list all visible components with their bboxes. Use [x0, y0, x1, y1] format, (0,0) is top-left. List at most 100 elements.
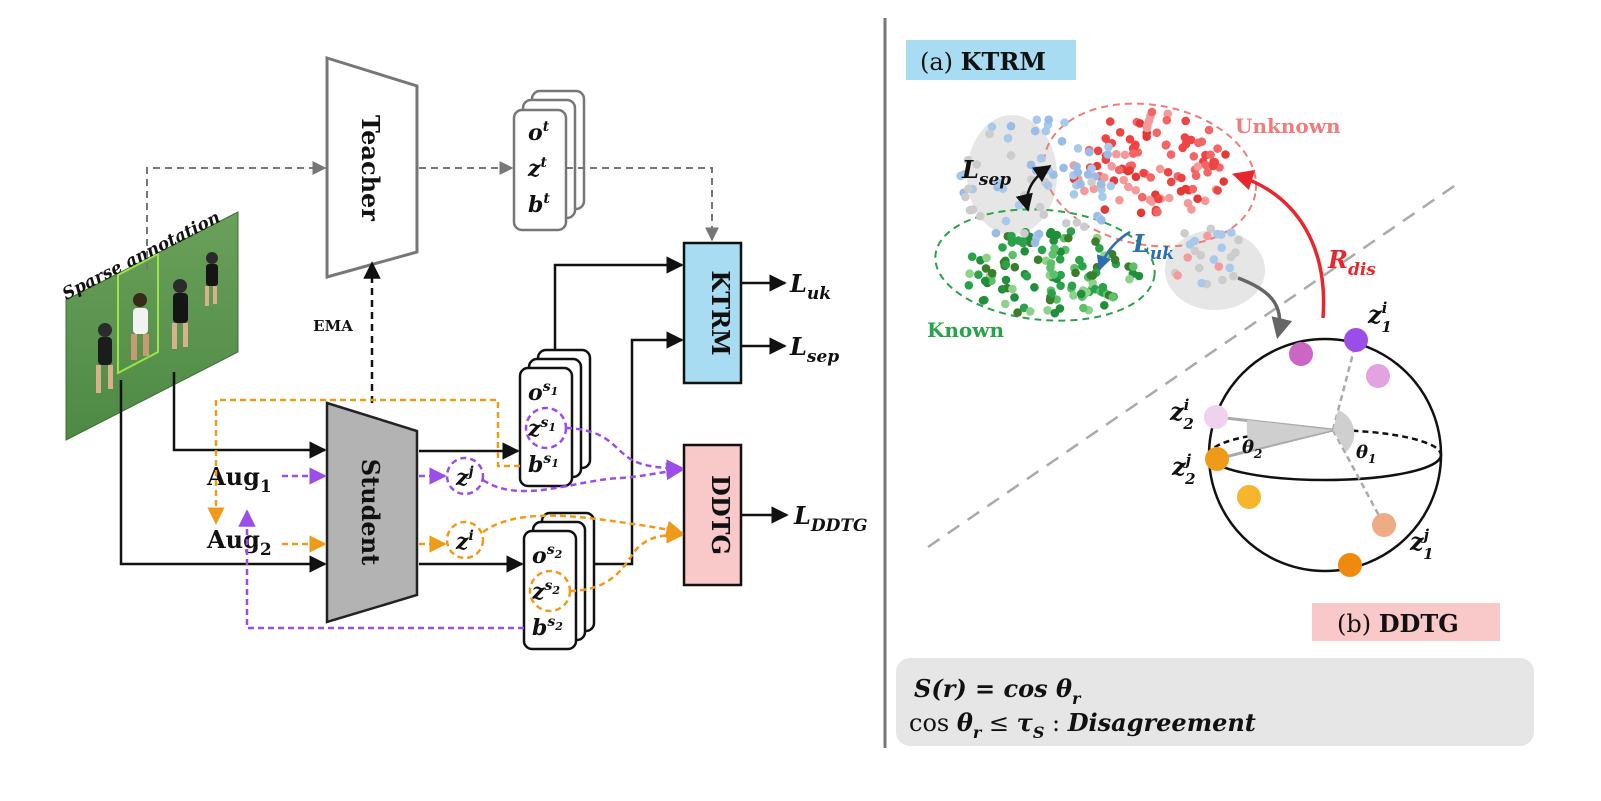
known-point: [982, 253, 991, 263]
neutral-point: [987, 122, 997, 132]
panel-separator-line: [927, 180, 1461, 549]
sphere-point-yellow: [1237, 485, 1261, 509]
s1-b-to-aug2-arrow: [207, 398, 520, 525]
embedding-scatter: [956, 107, 1243, 318]
unknown-point: [1206, 150, 1215, 160]
neutral-point: [1059, 163, 1068, 173]
unknown-point: [1166, 150, 1176, 159]
rdis-arrow: [1231, 170, 1326, 319]
neutral-point: [1217, 230, 1226, 239]
known-point: [997, 285, 1007, 294]
zj-label: zj: [455, 464, 474, 491]
lsep-arrow: [1015, 164, 1052, 212]
known-point: [1050, 244, 1059, 253]
unknown-point: [1208, 161, 1218, 171]
s2-z-to-ddtg-arrow: [569, 526, 684, 593]
aug1-label: Aug1: [206, 462, 272, 497]
s1-b-label: bs1: [528, 451, 559, 478]
known-point: [1078, 261, 1087, 271]
neutral-point: [1087, 177, 1096, 187]
players-illustration: [96, 252, 218, 393]
unknown-point: [1197, 137, 1207, 146]
unknown-point: [1155, 164, 1165, 174]
panel-b-title: (b) DDTG: [1337, 609, 1459, 638]
neutral-point: [1229, 271, 1238, 281]
z1j-point: [1338, 553, 1362, 577]
image-to-student-arrow-2: [119, 380, 327, 573]
neutral-point: [1006, 151, 1016, 160]
cluster-to-sphere-arrow: [1237, 276, 1293, 340]
neutral-point: [1001, 216, 1011, 226]
unknown-point: [1162, 140, 1171, 149]
teacher-label: Teacher: [356, 115, 385, 221]
ktrm-block: [682, 241, 743, 385]
unknown-point: [1129, 149, 1138, 158]
unknown-point: [1165, 193, 1174, 203]
unknown-point: [1146, 173, 1155, 182]
known-point: [1047, 289, 1056, 298]
known-point: [1008, 284, 1017, 294]
known-point: [1001, 260, 1011, 270]
neutral-point: [1217, 243, 1226, 252]
loss-uk-label: Luk: [789, 269, 831, 304]
known-point: [1010, 293, 1019, 302]
neutral-point: [1084, 147, 1094, 157]
known-point: [1064, 233, 1073, 243]
z1i-point: [1344, 328, 1368, 352]
neutral-point: [1039, 210, 1049, 219]
known-point: [981, 264, 991, 273]
neutral-point: [1214, 262, 1224, 271]
neutral-point: [1030, 238, 1040, 248]
known-point: [1100, 301, 1109, 310]
s2-b-label: bs2: [532, 614, 563, 641]
known-point: [1030, 283, 1039, 292]
known-point: [1037, 245, 1047, 255]
known-point: [1001, 299, 1010, 309]
neutral-point: [1234, 235, 1243, 245]
unknown-point: [1139, 168, 1148, 178]
unknown-point: [1187, 205, 1196, 214]
known-point: [1033, 255, 1043, 264]
neutral-point: [1080, 222, 1089, 231]
teacher-b-label: bt: [528, 191, 550, 218]
neutral-point: [1014, 200, 1024, 210]
formula-line-1: S(r) = cos θr: [914, 674, 1082, 708]
unknown-point: [1125, 166, 1134, 175]
known-point: [998, 243, 1007, 252]
neutral-point: [963, 155, 973, 165]
neutral-point: [1190, 246, 1200, 256]
neutral-point: [1083, 170, 1093, 179]
neutral-point: [1106, 181, 1116, 191]
unknown-point: [1213, 144, 1222, 153]
neutral-point: [1226, 252, 1236, 262]
unknown-point: [1131, 186, 1140, 195]
unknown-point: [1089, 184, 1099, 194]
panel-b-title-bg: [1312, 603, 1500, 641]
unknown-point: [1191, 171, 1201, 180]
known-point: [1013, 308, 1022, 317]
known-point: [1055, 254, 1065, 264]
known-point: [1098, 282, 1108, 292]
panel-a-title-bg: [906, 40, 1076, 80]
known-point: [1007, 231, 1016, 241]
unknown-point: [1136, 208, 1146, 218]
s2-to-ktrm-arrow: [594, 331, 684, 566]
neutral-point: [1035, 202, 1045, 212]
neutral-point: [985, 129, 994, 139]
known-point: [1125, 274, 1134, 284]
neutral-point: [956, 171, 965, 181]
unknown-point: [1124, 182, 1133, 192]
known-point: [1049, 270, 1058, 279]
unknown-point: [1163, 109, 1173, 119]
unknown-point: [1135, 119, 1145, 128]
known-point: [967, 252, 977, 261]
neutral-point: [1044, 115, 1053, 124]
neutral-point: [1209, 255, 1219, 264]
zi-label: zi: [455, 528, 474, 555]
neutral-point: [1069, 190, 1079, 199]
neutral-point: [1034, 229, 1044, 239]
input-image: [65, 211, 239, 441]
